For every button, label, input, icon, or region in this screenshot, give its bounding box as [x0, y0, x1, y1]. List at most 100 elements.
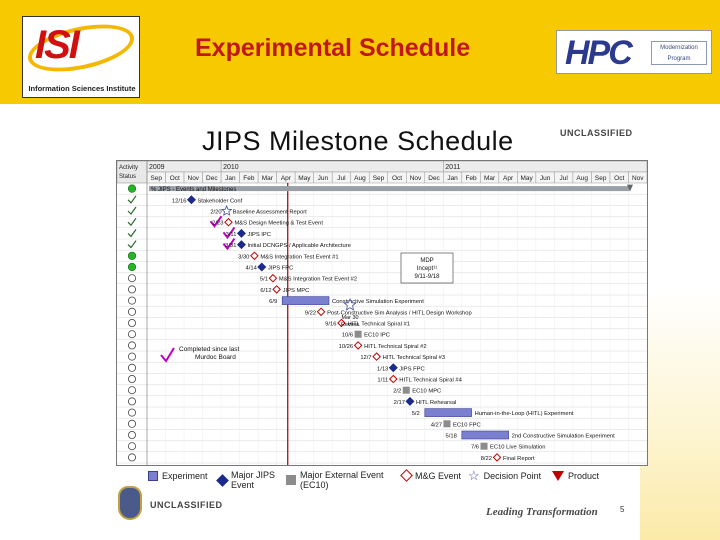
- mg-event-diamond: [372, 352, 381, 361]
- major-event-diamond: [236, 228, 246, 238]
- gray-legend-icon: [286, 475, 296, 485]
- mg-event-diamond: [224, 217, 233, 227]
- status-open-circle: [127, 341, 136, 350]
- status-green-dot: [127, 184, 137, 193]
- milestone-label: M&S Design Meeting & Test Event: [234, 221, 323, 227]
- status-green-dot: [127, 251, 137, 260]
- milestone-date: 5/1: [260, 277, 268, 283]
- footer-tagline: Leading Transformation: [486, 506, 598, 518]
- month-label: Nov: [632, 175, 644, 182]
- month-label: May: [298, 175, 311, 182]
- mdp-annotation-text: MDP: [420, 258, 433, 264]
- completed-note-text: Murdoc Board: [195, 354, 236, 361]
- decision-legend-icon: ☆: [468, 467, 480, 483]
- status-open-circle: [127, 318, 136, 327]
- milestone-label: M&S Integration Test Event #2: [279, 277, 357, 283]
- hpc-logo: HPC Modernization Program: [556, 30, 712, 74]
- milestone-date: 5/2: [412, 411, 420, 417]
- milestone-label: Human-in-the-Loop (HITL) Experiment: [475, 411, 574, 417]
- mg-event-diamond: [272, 285, 281, 294]
- product-legend-icon: [552, 470, 564, 481]
- milestone-label: EC10 FPC: [453, 422, 481, 428]
- status-open-circle: [127, 386, 136, 395]
- mg-legend-icon: [400, 469, 413, 482]
- month-label: Apr: [503, 175, 514, 182]
- milestone-date: 10/6: [342, 333, 353, 339]
- month-label: Oct: [170, 175, 180, 182]
- slide-title: Experimental Schedule: [195, 34, 471, 62]
- milestone-label: M&S Integration Test Event #1: [260, 254, 338, 260]
- status-open-circle: [127, 307, 136, 316]
- milestone-label: JIPS FPC: [268, 266, 293, 272]
- status-check-icon: [127, 206, 137, 215]
- major-event-diamond: [186, 195, 196, 205]
- mg-event-diamond: [337, 318, 346, 328]
- milestone-label: EC10 Live Simulation: [490, 445, 545, 451]
- mdp-annotation-box: [400, 252, 454, 284]
- status-green-dot: [127, 262, 137, 272]
- legend-item-product: Product: [552, 470, 599, 481]
- milestone-date: 5/18: [446, 434, 457, 440]
- major-event-diamond: [236, 240, 246, 250]
- milestone-date: 1/11: [377, 378, 388, 384]
- completed-note-text: Completed since last: [179, 346, 240, 353]
- milestone-label: EC10 IPC: [364, 333, 390, 339]
- mdp-annotation-text: Incept¹¹: [417, 266, 437, 272]
- summary-end-marker: [627, 184, 633, 192]
- schedule-title: JIPS Milestone Schedule: [202, 126, 514, 156]
- status-open-circle: [127, 285, 136, 294]
- milestone-date: 9/16: [325, 322, 336, 328]
- status-check-icon: [127, 229, 137, 238]
- major-event-diamond: [405, 396, 415, 406]
- completed-check-icon: [222, 238, 236, 251]
- mg-event-diamond: [316, 307, 326, 317]
- milestone-label: HITL Technical Spiral #2: [364, 344, 427, 350]
- mg-event-diamond: [250, 251, 259, 261]
- legend-item-mg: M&G Event: [400, 469, 461, 482]
- status-open-circle: [127, 453, 136, 462]
- milestone-date: 3/31: [225, 243, 236, 249]
- month-label: Sep: [373, 175, 385, 182]
- legend-item-experiment: Experiment: [148, 470, 208, 481]
- year-label: 2009: [149, 164, 165, 171]
- mg-event-diamond: [353, 341, 363, 350]
- major-event-diamond: [257, 262, 267, 272]
- month-label: Jul: [337, 175, 346, 182]
- month-label: Aug: [576, 175, 588, 182]
- review-annotation-text: Review: [341, 322, 359, 328]
- milestone-date: 4/14: [246, 266, 258, 272]
- status-open-circle: [127, 352, 136, 361]
- milestone-label: Final Report: [503, 456, 535, 462]
- month-label: Mar: [484, 175, 496, 182]
- seal-logo: [118, 486, 142, 520]
- classification-top: UNCLASSIFIED: [560, 128, 633, 138]
- month-label: Dec: [206, 175, 218, 182]
- mg-event-diamond: [388, 374, 398, 384]
- external-event-square: [402, 386, 410, 394]
- milestone-label: Constructive Simulation Experiment: [332, 299, 424, 305]
- status-check-icon: [127, 195, 137, 204]
- legend-item-decision: ☆Decision Point: [468, 467, 542, 483]
- mg-event-diamond: [268, 273, 278, 283]
- isi-logo-letters: ISI: [35, 23, 80, 67]
- month-label: Feb: [243, 175, 255, 182]
- status-open-circle: [127, 408, 136, 417]
- legend-label: Decision Point: [483, 470, 542, 481]
- milestone-date: 2/23: [212, 221, 223, 227]
- year-label: 2010: [223, 164, 239, 171]
- month-label: Oct: [392, 175, 402, 182]
- milestone-label: 2nd Constructive Simulation Experiment: [512, 434, 615, 440]
- page-number: 5: [620, 505, 625, 514]
- milestone-date: 3/30: [238, 254, 249, 260]
- experiment-bar: [281, 296, 330, 305]
- status-open-circle: [127, 419, 136, 428]
- external-event-square: [354, 330, 362, 338]
- month-label: Sep: [595, 175, 607, 182]
- summary-label: % JIPS - Events and Milestones: [151, 187, 236, 193]
- month-label: Apr: [281, 175, 292, 182]
- status-header-label: Status: [119, 174, 136, 180]
- milestone-label: Baseline Assessment Report: [233, 210, 307, 216]
